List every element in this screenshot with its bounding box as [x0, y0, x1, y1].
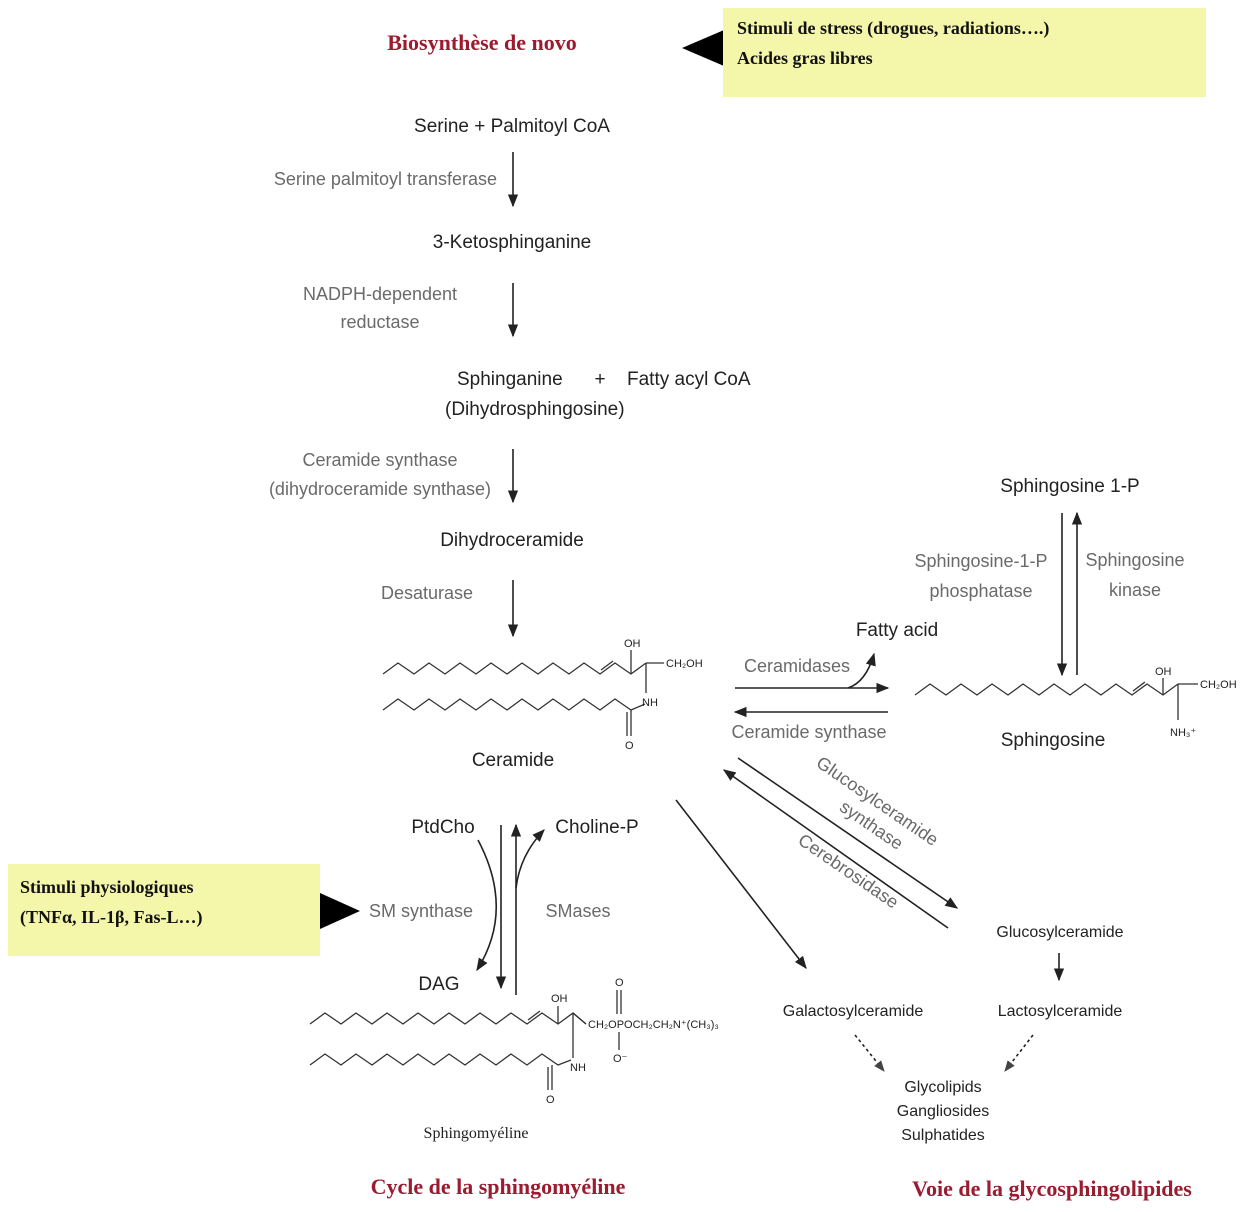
- arrow-choline-p-release: [515, 829, 545, 889]
- sphingomyelin-nh: NH: [570, 1062, 586, 1074]
- arrow-cerebrosidase: [722, 769, 949, 929]
- enzyme-sphingosine-kinase-line-2: kinase: [1109, 580, 1161, 600]
- enzyme-sphingosine-kinase-line-1: Sphingosine: [1085, 550, 1184, 570]
- metabolite-glucosylceramide: Glucosylceramide: [996, 924, 1123, 941]
- ceramide-ch2oh: CH₂OH: [666, 658, 703, 670]
- ceramide-structure: OH CH₂OH NH O: [382, 638, 703, 752]
- enzyme-ceramide-synthase-line-2: (dihydroceramide synthase): [269, 479, 491, 499]
- sphingosine-oh: OH: [1155, 666, 1172, 678]
- stress-callout-box: [723, 8, 1206, 97]
- physio-callout-box: [8, 864, 320, 956]
- enzyme-s1p-phosphatase-line-1: Sphingosine-1-P: [914, 551, 1047, 571]
- sphingomyelin-acyl-chain: [309, 1053, 572, 1066]
- enzyme-serine-palmitoyl-transferase: Serine palmitoyl transferase: [274, 169, 497, 189]
- stress-callout: Stimuli de stress (drogues, radiations….…: [682, 8, 1206, 97]
- sphingomyelin-o-bottom: O: [546, 1094, 555, 1106]
- sphingomyelin-oh: OH: [551, 993, 568, 1005]
- enzyme-ceramide-synthase-reverse: Ceramide synthase: [731, 722, 886, 742]
- enzyme-s1p-phosphatase-line-2: phosphatase: [929, 581, 1032, 601]
- metabolite-glycolipids: Glycolipids: [904, 1079, 981, 1096]
- dashed-arrow-lacto-glycolipids: [1004, 1034, 1034, 1072]
- metabolite-dag: DAG: [418, 974, 459, 995]
- physio-callout: Stimuli physiologiques (TNFα, IL-1β, Fas…: [8, 864, 360, 956]
- enzyme-sm-synthase: SM synthase: [369, 901, 473, 921]
- metabolite-choline-p: Choline-P: [555, 817, 638, 838]
- enzyme-nadph-reductase-line-2: reductase: [340, 312, 419, 332]
- sphingosine-chain: [914, 683, 1179, 696]
- sphingosine-nh3: NH₃⁺: [1170, 727, 1196, 739]
- enzyme-desaturase: Desaturase: [381, 583, 473, 603]
- metabolite-sulphatides: Sulphatides: [901, 1127, 985, 1144]
- ceramide-nh: NH: [642, 697, 658, 709]
- arrow-to-galactosylceramide: [675, 799, 807, 970]
- metabolite-sphingomyeline: Sphingomyéline: [424, 1125, 529, 1142]
- dashed-arrow-galacto-glycolipids: [854, 1034, 885, 1072]
- metabolite-dihydrosphingosine: (Dihydrosphingosine): [445, 399, 625, 420]
- metabolite-fatty-acid: Fatty acid: [856, 620, 938, 641]
- metabolite-lactosylceramide: Lactosylceramide: [998, 1003, 1123, 1020]
- metabolite-gangliosides: Gangliosides: [897, 1103, 990, 1120]
- sphingomyelin-structure: OH O CH₂OPOCH₂CH₂N⁺(CH₃)₃ O⁻ NH O: [309, 977, 719, 1106]
- header-de-novo: Biosynthèse de novo: [387, 30, 576, 55]
- sphingomyelin-head-group: CH₂OPOCH₂CH₂N⁺(CH₃)₃: [588, 1019, 719, 1031]
- metabolite-fatty-acyl-coa: Fatty acyl CoA: [627, 369, 751, 390]
- ceramide-acyl-chain: [382, 698, 646, 711]
- metabolite-sphingosine: Sphingosine: [1001, 730, 1106, 751]
- header-sm-cycle: Cycle de la sphingomyéline: [371, 1174, 626, 1199]
- metabolite-dihydroceramide: Dihydroceramide: [440, 530, 584, 551]
- sphingosine-structure: OH CH₂OH NH₃⁺: [914, 666, 1237, 739]
- enzyme-ceramidases: Ceramidases: [744, 656, 850, 676]
- ceramide-o: O: [625, 740, 634, 752]
- pointer-arrow-icon: [682, 30, 724, 66]
- metabolite-serine-palmitoyl-coa: Serine + Palmitoyl CoA: [414, 116, 610, 137]
- pointer-arrow-icon: [320, 893, 360, 929]
- sphingomyelin-double-bond: [527, 1010, 541, 1021]
- ceramide-sphingoid-chain: [382, 662, 647, 675]
- ceramide-oh: OH: [624, 638, 641, 650]
- enzyme-ceramide-synthase-line-1: Ceramide synthase: [302, 450, 457, 470]
- physio-line-2: (TNFα, IL-1β, Fas-L…): [20, 907, 203, 928]
- physio-line-1: Stimuli physiologiques: [20, 877, 194, 897]
- ceramide-double-bond: [600, 660, 614, 671]
- plus-sign: +: [594, 369, 605, 390]
- sphingomyelin-bond-head: [572, 1012, 587, 1025]
- metabolite-ptdcho: PtdCho: [411, 817, 474, 838]
- sphingomyelin-o-top: O: [615, 977, 624, 989]
- arrow-glucosylceramide-synthase: [737, 757, 959, 909]
- sphingosine-ch2oh: CH₂OH: [1200, 679, 1237, 691]
- metabolite-galactosylceramide: Galactosylceramide: [783, 1003, 924, 1020]
- metabolite-sphinganine: Sphinganine: [457, 369, 563, 390]
- metabolite-ceramide: Ceramide: [472, 750, 554, 771]
- enzyme-smases: SMases: [545, 901, 610, 921]
- stress-line-2: Acides gras libres: [737, 48, 873, 68]
- arrow-fatty-acid-release: [847, 652, 876, 689]
- header-glyco-pathway: Voie de la glycosphingolipides: [912, 1176, 1192, 1201]
- sphingomyelin-sphingoid-chain: [309, 1012, 587, 1025]
- sphingomyelin-o-minus: O⁻: [613, 1053, 628, 1065]
- sphingosine-double-bond: [1132, 681, 1146, 692]
- arrow-ptdcho-to-dag: [476, 839, 498, 972]
- stress-line-1: Stimuli de stress (drogues, radiations….…: [737, 18, 1049, 39]
- metabolite-3-ketosphinganine: 3-Ketosphinganine: [433, 232, 591, 253]
- enzyme-nadph-reductase-line-1: NADPH-dependent: [303, 284, 457, 304]
- metabolite-sphingosine-1-p: Sphingosine 1-P: [1000, 476, 1139, 497]
